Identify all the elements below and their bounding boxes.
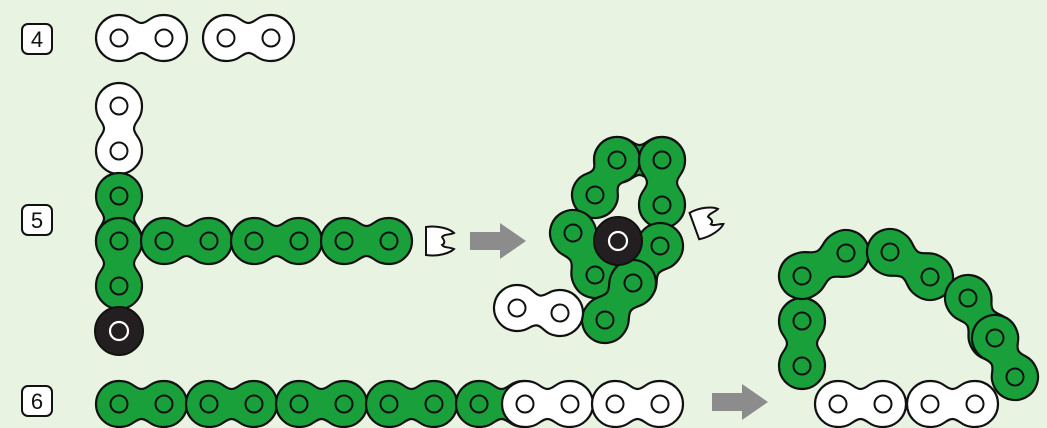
step5-horizontal-green-link-1 xyxy=(139,216,234,266)
step4-white-link-1 xyxy=(94,13,189,63)
step5-horizontal-green-link-3 xyxy=(319,216,414,266)
step6-white-link-1 xyxy=(500,379,595,428)
step-5-marker: 5 xyxy=(21,204,53,236)
step-5-label: 5 xyxy=(31,208,43,233)
step5b-black-master-link xyxy=(593,216,643,266)
chain-clips xyxy=(425,206,725,257)
step6-arrow xyxy=(712,384,768,420)
step6-green-link-4 xyxy=(364,379,459,428)
step-4-label: 4 xyxy=(31,27,43,52)
step-4-marker: 4 xyxy=(21,23,53,55)
step5-horizontal-green-link-2 xyxy=(229,216,324,266)
chain-links xyxy=(94,13,1040,428)
step6b-white-link-2 xyxy=(905,379,1000,428)
step-6-marker: 6 xyxy=(21,385,53,417)
step6-green-link-1 xyxy=(94,379,189,428)
step5-black-master-link xyxy=(94,306,144,356)
step5-vertical-green-link-2 xyxy=(94,216,144,311)
step5b-white-link xyxy=(492,283,585,338)
step6b-right-green-link-2 xyxy=(970,313,1040,402)
step6-green-link-3 xyxy=(274,379,369,428)
step5b-left-green-link xyxy=(570,135,642,220)
step6b-left-green-link-1 xyxy=(777,296,827,391)
step6b-white-link-1 xyxy=(813,379,908,428)
step5b-spring-clip xyxy=(688,206,725,241)
step4-white-link-2 xyxy=(201,13,296,63)
step5-spring-clip xyxy=(425,225,456,257)
step5-vertical-white-link xyxy=(94,81,144,176)
step6-green-link-2 xyxy=(184,379,279,428)
step5b-bottom-green-link xyxy=(580,258,658,345)
step-6-label: 6 xyxy=(31,389,43,414)
step6-white-link-2 xyxy=(590,379,685,428)
step6b-top-left-green-link xyxy=(777,228,871,301)
arrows xyxy=(470,223,768,420)
step5-arrow xyxy=(470,223,526,259)
step6b-top-green-link xyxy=(865,227,955,302)
step5b-right-green-link xyxy=(637,135,687,230)
